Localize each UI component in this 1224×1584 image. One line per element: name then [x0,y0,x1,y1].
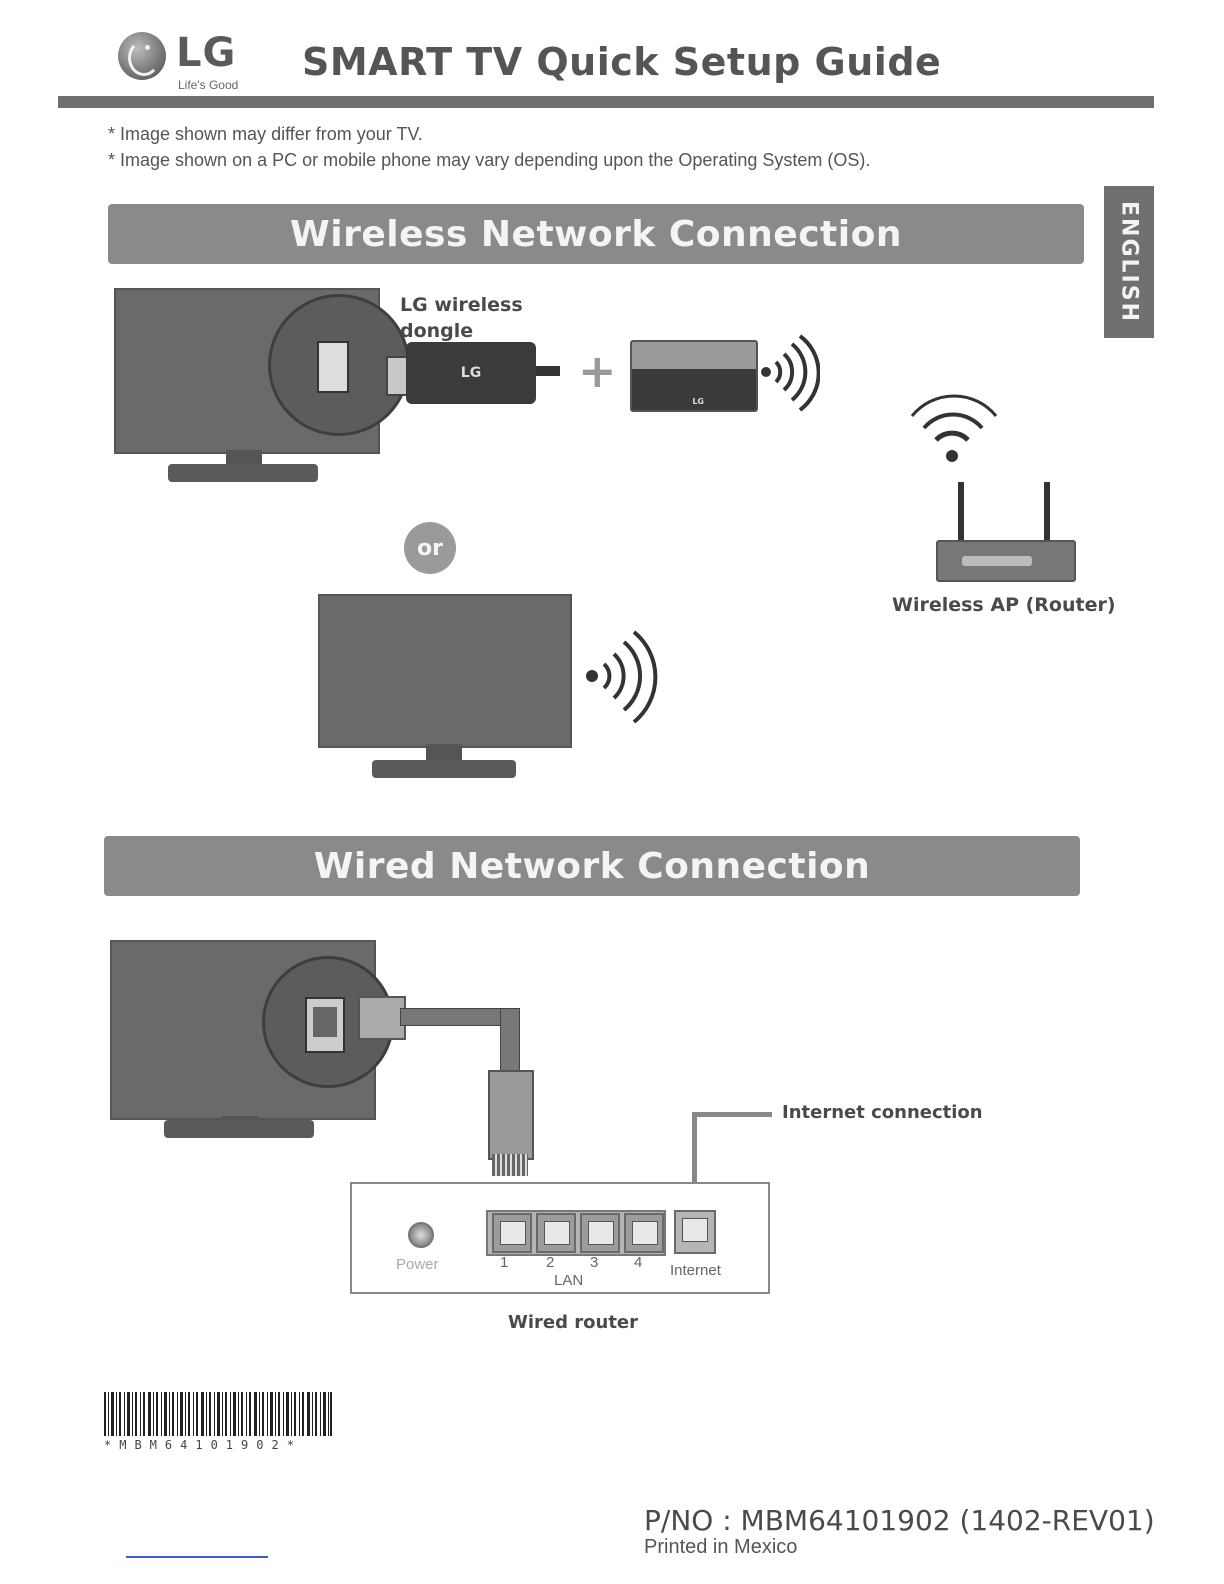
footer-accent-line [126,1556,268,1558]
lan-port-2[interactable] [536,1213,576,1253]
ethernet-plug-tv [358,996,406,1040]
barcode-text: *MBM64101902* [104,1438,302,1452]
brand-tagline: Life's Good [178,78,239,92]
lan-port-number-3: 3 [590,1254,599,1271]
plus-icon: + [578,344,617,398]
lan-port-3[interactable] [580,1213,620,1253]
router-antenna-right [1044,482,1050,542]
internet-port[interactable] [674,1210,716,1254]
ethernet-plug-router [488,1070,534,1160]
router-wifi-icon [910,394,998,462]
or-text: or [417,535,443,561]
note-image-differs: * Image shown may differ from your TV. [108,124,423,144]
lan-port-icon [305,997,345,1053]
wireless-adapter: LG [630,340,758,412]
tv-stand-base [372,760,516,778]
lan-port-4[interactable] [624,1213,664,1253]
lg-wireless-dongle: LG [406,342,536,404]
dongle-cable [536,366,560,376]
tv-stand-neck [226,450,262,466]
note-os-varies: * Image shown on a PC or mobile phone ma… [108,150,871,170]
internet-port-label: Internet [670,1262,721,1279]
wired-section-heading: Wired Network Connection [104,836,1080,896]
page-title: SMART TV Quick Setup Guide [302,40,942,84]
internet-connection-label: Internet connection [782,1102,983,1123]
language-tab-label: ENGLISH [1116,201,1142,323]
wireless-section-heading: Wireless Network Connection [108,204,1084,264]
barcode-image [104,1392,332,1436]
wireless-router-label: Wireless AP (Router) [892,594,1116,616]
or-badge: or [404,522,456,574]
tv-wifi-signal-icon [586,630,658,724]
dongle-label-line2: dongle [400,320,474,342]
brand-wordmark: LG [176,30,237,76]
wired-router-label: Wired router [508,1312,639,1333]
internet-line-vertical [692,1112,697,1196]
lg-logo-icon [118,32,166,80]
lan-port-group [486,1210,666,1256]
part-number: P/NO : MBM64101902 (1402-REV01) [644,1504,1155,1537]
dongle-brand: LG [460,365,482,381]
usb-port-icon [317,341,349,393]
power-button-icon[interactable] [408,1222,434,1248]
ethernet-plug-pins [492,1154,528,1176]
lan-port-number-2: 2 [546,1254,555,1271]
wired-router-panel: Power 1 2 3 4 LAN Internet [350,1182,770,1294]
wireless-heading-text: Wireless Network Connection [290,213,902,255]
printed-in: Printed in Mexico [644,1536,798,1558]
lan-port-number-4: 4 [634,1254,643,1271]
dongle-label-line1: LG wireless [400,294,523,316]
tv-stand-neck [426,744,462,762]
wifi-signal-icon [761,334,820,412]
lan-label: LAN [554,1272,584,1289]
wired-heading-text: Wired Network Connection [313,845,871,887]
language-tab[interactable]: ENGLISH [1104,186,1154,338]
power-label: Power [396,1256,439,1273]
wireless-router [936,540,1076,582]
tv-stand-base [164,1120,314,1138]
header-divider [58,96,1154,108]
tv-stand-base [168,464,318,482]
tv-built-in-wifi [318,594,572,748]
adapter-brand: LG [692,397,704,406]
router-antenna-left [958,482,964,542]
dongle-label: LG wireless dongle [400,292,523,344]
lan-port-1[interactable] [492,1213,532,1253]
lan-port-number-1: 1 [500,1254,509,1271]
internet-line-horizontal [692,1112,772,1117]
